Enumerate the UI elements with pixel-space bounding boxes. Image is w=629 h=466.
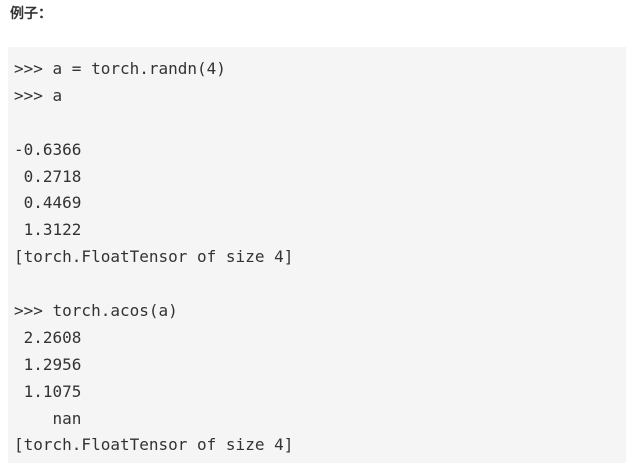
code-block[interactable]: >>> a = torch.randn(4) >>> a -0.6366 0.2… — [8, 47, 626, 463]
code-line-value: 0.2718 — [14, 166, 82, 186]
code-line-value: nan — [14, 408, 82, 428]
code-line-prompt-a: >>> a — [14, 85, 63, 105]
code-line-prompt-randn: >>> a = torch.randn(4) — [14, 59, 226, 78]
code-line-blank — [14, 271, 626, 298]
code-line-value: 1.2956 — [14, 354, 82, 374]
code-line-value: 1.3122 — [14, 220, 82, 240]
code-line-value: 1.1075 — [14, 381, 82, 401]
code-line-tensor-info: [torch.FloatTensor of size 4] — [14, 247, 294, 267]
example-heading: 例子： — [10, 6, 52, 22]
code-line-value: 2.2608 — [14, 327, 82, 347]
code-line-value: -0.6366 — [14, 139, 82, 159]
code-line-tensor-info: [torch.FloatTensor of size 4] — [14, 435, 294, 455]
code-line-value: 0.4469 — [14, 193, 82, 213]
code-line-blank — [14, 110, 626, 137]
code-line-prompt-acos: >>> torch.acos(a) — [14, 301, 178, 321]
